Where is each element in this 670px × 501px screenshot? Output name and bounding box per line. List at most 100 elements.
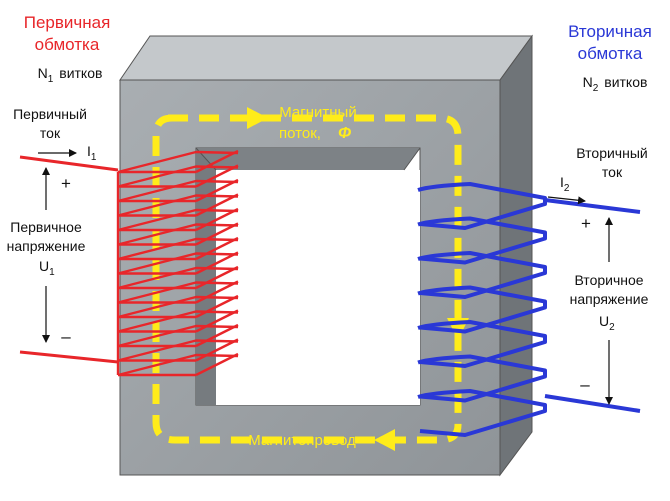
primary-coil-inner	[195, 252, 239, 256]
core-label: Магнитопровод	[248, 432, 356, 449]
primary-coil-diag	[195, 338, 239, 362]
primary-coil-inner	[195, 208, 239, 213]
primary-current-line2: ток	[40, 125, 61, 141]
primary-coil-inner	[195, 179, 239, 184]
primary-coil-diag	[195, 251, 239, 275]
primary-current-symbol: I1	[87, 143, 97, 163]
secondary-lead-bottom	[544, 394, 641, 413]
primary-coil-diag	[195, 149, 239, 174]
secondary-plus: +	[581, 214, 591, 233]
primary-coil-diag	[195, 193, 239, 217]
core-top-face	[119, 35, 533, 81]
core-window-inner-top	[196, 148, 420, 170]
primary-coil-diag	[195, 352, 239, 377]
secondary-coil-turn	[417, 285, 547, 334]
flux-arrow-top	[247, 107, 268, 129]
primary-coil-back	[117, 208, 197, 232]
primary-coil-back	[117, 223, 197, 246]
primary-turns-symbol: N	[38, 65, 48, 81]
primary-coil-back	[117, 266, 197, 290]
primary-coil-back	[117, 150, 197, 174]
primary-coil-diag	[195, 280, 239, 304]
primary-turns-sub: 1	[48, 74, 54, 85]
secondary-coil-turn	[417, 389, 547, 437]
secondary-annotations: Вторичная обмотка N2 витков Вторичный ток…	[547, 22, 652, 405]
primary-plus: +	[61, 174, 71, 193]
primary-coil-diag	[195, 178, 239, 203]
primary-coil-diag	[195, 265, 239, 290]
primary-coil-inner	[195, 237, 239, 242]
primary-lead-bottom	[19, 350, 119, 364]
primary-lead-top	[19, 155, 119, 172]
secondary-leads	[544, 198, 641, 413]
primary-title-line1: Первичная	[24, 13, 111, 32]
primary-coil-diag	[195, 236, 239, 261]
primary-leads	[19, 155, 119, 364]
primary-coil-back	[117, 179, 197, 203]
flux-symbol: Φ	[338, 125, 351, 142]
primary-coil-back	[117, 310, 197, 333]
flux-label-line1: Магнитный	[279, 104, 356, 121]
primary-coil-back	[117, 324, 197, 348]
primary-coil-back	[117, 339, 197, 362]
primary-coil-inner	[195, 150, 239, 155]
flux-dashed-loop	[152, 114, 462, 444]
secondary-coil-turn	[417, 216, 547, 265]
secondary-current-arrow	[547, 196, 586, 205]
secondary-turns-symbol: N	[583, 74, 593, 90]
primary-coil-back	[117, 165, 197, 188]
primary-turns-word: витков	[59, 65, 102, 81]
primary-voltage-line1: Первичное	[10, 219, 82, 235]
core-labels: Магнитный поток, Φ Магнитопровод	[248, 104, 357, 449]
primary-minus: –	[61, 327, 71, 346]
core-window-opening	[216, 170, 420, 405]
secondary-coil-turn	[417, 320, 547, 368]
magnetic-core	[119, 34, 533, 477]
secondary-current-line2: ток	[602, 164, 623, 180]
primary-coil-inner	[195, 339, 239, 343]
primary-title-line2: обмотка	[35, 35, 100, 54]
secondary-voltage-symbol: U2	[599, 313, 615, 333]
secondary-turns-word: витков	[604, 74, 647, 90]
secondary-coil-turn	[417, 251, 547, 299]
secondary-turns-sub: 2	[593, 83, 599, 94]
secondary-current-line1: Вторичный	[576, 145, 647, 161]
primary-coil-inner	[195, 295, 239, 300]
flux-label-line2: поток,	[279, 125, 321, 142]
secondary-title-line1: Вторичная	[568, 22, 652, 41]
primary-turns: N1 витков	[38, 65, 103, 85]
primary-coil-inner	[195, 165, 239, 169]
primary-coil-diag	[195, 164, 239, 188]
secondary-coil-turn	[417, 354, 547, 403]
primary-coil-inner	[195, 324, 239, 329]
primary-coil-back	[117, 353, 197, 377]
secondary-minus: –	[580, 375, 590, 394]
primary-coil-inner	[195, 353, 239, 358]
core-right-face	[499, 34, 533, 477]
primary-coil-diag	[195, 323, 239, 348]
primary-coil-diag	[195, 222, 239, 246]
primary-annotations: Первичная обмотка N1 витков Первичный ток…	[7, 13, 111, 346]
primary-current-line1: Первичный	[13, 106, 87, 122]
primary-voltage-line2: напряжение	[7, 238, 86, 254]
secondary-winding	[417, 182, 547, 437]
primary-coil-diag	[195, 207, 239, 232]
primary-coil-back	[117, 252, 197, 275]
primary-coil-back	[117, 281, 197, 304]
primary-coil-inner	[195, 281, 239, 285]
primary-coil-inner	[195, 223, 239, 227]
primary-winding	[116, 149, 239, 377]
primary-voltage-symbol: U1	[39, 258, 55, 278]
primary-coil-diag	[195, 294, 239, 319]
secondary-voltage-line1: Вторичное	[574, 272, 643, 288]
primary-coil-back	[117, 237, 197, 261]
primary-coil-inner	[195, 266, 239, 271]
secondary-current-symbol: I2	[560, 174, 570, 194]
primary-coil-back	[117, 194, 197, 217]
primary-coil-back	[117, 295, 197, 319]
flux-arrow-bottom	[374, 429, 395, 451]
secondary-turns: N2 витков	[583, 74, 648, 94]
secondary-voltage-line2: напряжение	[570, 291, 649, 307]
secondary-title-line2: обмотка	[578, 44, 643, 63]
